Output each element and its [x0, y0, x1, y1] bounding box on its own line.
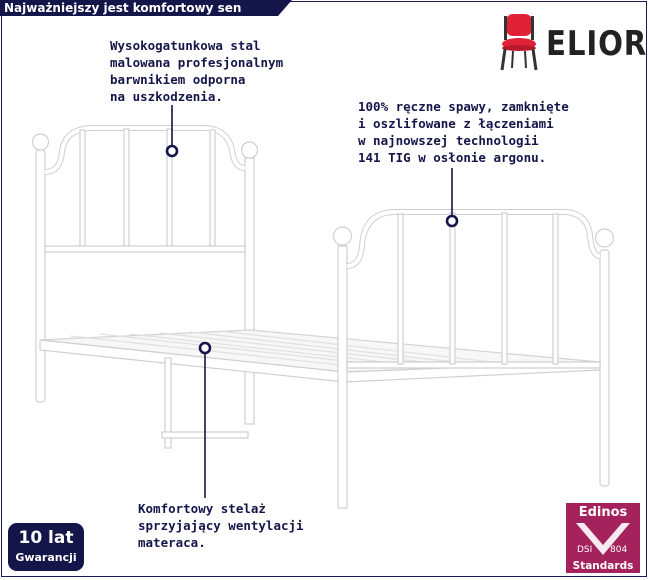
brand-name: ELIOR: [546, 24, 648, 64]
warranty-years: 10 lat: [18, 528, 74, 548]
marker-base: [198, 341, 212, 355]
edinos-code-right: 804: [610, 545, 628, 555]
warranty-badge: 10 lat Gwarancji: [8, 523, 84, 571]
callout-welds: 100% ręczne spawy, zamknięte i oszlifowa…: [358, 99, 569, 165]
warranty-label: Gwarancji: [15, 551, 77, 564]
header-tag: Najważniejszy jest komfortowy sen: [0, 0, 292, 16]
checkmark-icon: [576, 523, 630, 555]
callout-base: Komfortowy stelaż sprzyjający wentylacji…: [138, 501, 304, 550]
marker-steel: [165, 144, 179, 158]
edinos-standards-badge: Edinos DSI 804 Standards: [566, 503, 640, 573]
marker-welds: [445, 214, 459, 228]
red-chair-icon: [500, 14, 538, 71]
brand-logo[interactable]: ELIOR: [496, 12, 648, 74]
callout-steel: Wysokogatunkowa stal malowana profesjona…: [110, 38, 284, 104]
edinos-footer: Standards: [572, 560, 634, 572]
edinos-title: Edinos: [578, 505, 628, 520]
edinos-code-left: DSI: [577, 545, 593, 555]
